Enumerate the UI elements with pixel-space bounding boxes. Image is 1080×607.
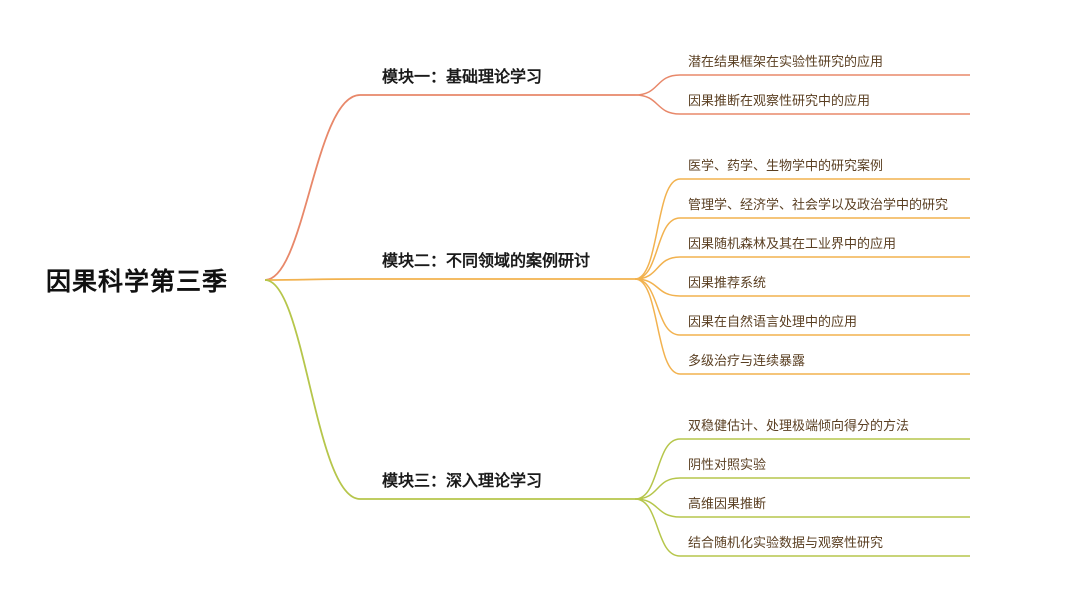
leaf-connector: [634, 278, 970, 375]
branch-node[interactable]: 模块三：深入理论学习: [382, 471, 543, 490]
leaf-node[interactable]: 因果随机森林及其在工业界中的应用: [688, 237, 897, 252]
leaf-node[interactable]: 因果在自然语言处理中的应用: [688, 315, 858, 330]
branch-connector: [264, 94, 635, 281]
leaf-connector: [634, 438, 970, 500]
leaf-node[interactable]: 因果推荐系统: [688, 276, 767, 291]
leaf-node[interactable]: 潜在结果框架在实验性研究的应用: [688, 55, 884, 70]
leaf-node[interactable]: 双稳健估计、处理极端倾向得分的方法: [688, 419, 910, 434]
leaf-connector: [634, 94, 970, 115]
leaf-node[interactable]: 因果推断在观察性研究中的应用: [688, 94, 871, 109]
root-node[interactable]: 因果科学第三季: [46, 267, 229, 296]
branch-node[interactable]: 模块一：基础理论学习: [382, 67, 543, 86]
leaf-connector: [634, 477, 970, 500]
branch-connector: [264, 279, 635, 500]
leaf-connector: [634, 498, 970, 557]
branch-node[interactable]: 模块二：不同领域的案例研讨: [382, 251, 591, 270]
leaf-connector: [634, 178, 970, 280]
leaf-node[interactable]: 管理学、经济学、社会学以及政治学中的研究: [688, 198, 949, 213]
branch-connector: [264, 278, 635, 281]
leaf-connector: [634, 498, 970, 518]
leaf-node[interactable]: 结合随机化实验数据与观察性研究: [688, 536, 884, 551]
leaf-connector: [634, 74, 970, 96]
leaf-node[interactable]: 高维因果推断: [688, 497, 767, 512]
leaf-node[interactable]: 多级治疗与连续暴露: [688, 354, 806, 369]
leaf-connector: [634, 256, 970, 280]
leaf-node[interactable]: 阴性对照实验: [688, 458, 767, 473]
leaf-connector: [634, 217, 970, 280]
leaf-node[interactable]: 医学、药学、生物学中的研究案例: [688, 159, 884, 174]
leaf-connector: [634, 278, 970, 297]
leaf-connector: [634, 278, 970, 336]
